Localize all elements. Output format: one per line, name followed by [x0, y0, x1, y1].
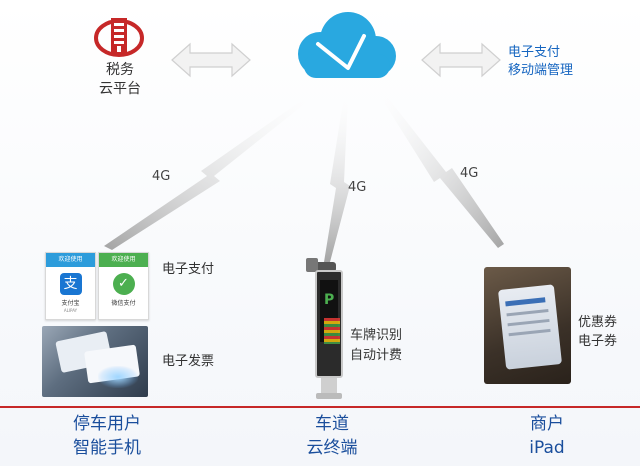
- lightning-link-middle: [324, 96, 350, 262]
- wechat-name: 微信支付: [111, 300, 136, 307]
- merchant-device-label-line1: 优惠券: [578, 315, 618, 330]
- tax-platform-label-line2: 云平台: [99, 81, 141, 97]
- alipay-card-header: 欢迎使用: [46, 253, 95, 267]
- led-display: [324, 318, 340, 344]
- merchant-device-label-line2: 电子券: [578, 334, 618, 349]
- lightning-link-left: [104, 96, 312, 250]
- wechat-card-header: 欢迎使用: [99, 253, 148, 267]
- bottom-label-merchant-line1: 商户: [530, 414, 564, 434]
- alipay-name: 支付宝: [61, 300, 80, 307]
- tax-platform-label: 税务 云平台: [92, 61, 148, 99]
- bottom-label-lane: 车道 云终端: [292, 412, 372, 460]
- bottom-label-user-line2: 智能手机: [73, 438, 141, 458]
- invoice-photo: [42, 326, 148, 397]
- invoice-glow: [98, 366, 138, 388]
- network-label-left: 4G: [152, 169, 171, 184]
- network-label-right: 4G: [460, 166, 479, 181]
- mobile-management-label-line2: 移动端管理: [508, 63, 574, 78]
- lane-terminal-screen: P: [320, 280, 340, 344]
- ipad-photo: [484, 267, 571, 384]
- lane-terminal-base: [316, 393, 342, 399]
- lane-terminal-device: P: [315, 270, 343, 378]
- bottom-label-user-line1: 停车用户: [73, 414, 141, 434]
- lane-device-label-line1: 车牌识别: [350, 328, 403, 343]
- parking-icon: P: [324, 292, 335, 308]
- wechat-pay-card: 欢迎使用 ✓ 微信支付: [98, 252, 149, 320]
- ipad-screen-row: [508, 328, 551, 337]
- ipad-screen-row: [506, 308, 549, 317]
- bottom-label-lane-line1: 车道: [315, 414, 349, 434]
- bottom-label-user: 停车用户 智能手机: [52, 412, 162, 460]
- bidirectional-arrow-icon: [421, 42, 501, 78]
- camera-arm: [310, 262, 336, 272]
- alipay-card: 欢迎使用 支 支付宝 ALIPAY: [45, 252, 96, 320]
- wechat-pay-icon: ✓: [112, 273, 135, 295]
- invoice-label: 电子发票: [162, 354, 215, 369]
- tax-emblem-icon: [94, 18, 144, 57]
- ipad-screen-row: [507, 318, 550, 327]
- lightning-link-right: [380, 94, 504, 248]
- mobile-management-label: 电子支付 移动端管理: [508, 44, 573, 80]
- bidirectional-arrow-icon: [171, 42, 251, 78]
- lane-device-label-line2: 自动计费: [350, 348, 403, 363]
- ipad-screen: [497, 284, 563, 370]
- bottom-label-lane-line2: 云终端: [306, 438, 358, 458]
- divider-line: [0, 406, 640, 408]
- mobile-management-label-line1: 电子支付: [508, 45, 561, 60]
- alipay-icon: 支: [59, 273, 82, 295]
- payment-label: 电子支付: [162, 262, 215, 277]
- merchant-device-label: 优惠券 电子券: [578, 313, 617, 351]
- cloud-icon: [298, 12, 396, 78]
- alipay-sub: ALIPAY: [63, 308, 78, 313]
- camera-icon: [306, 258, 318, 272]
- tax-platform-label-line1: 税务: [106, 62, 134, 78]
- ipad-screen-header: [505, 297, 546, 307]
- bottom-label-merchant-line2: iPad: [529, 438, 565, 458]
- bottom-label-merchant: 商户 iPad: [512, 412, 582, 460]
- network-label-middle: 4G: [348, 180, 367, 195]
- lane-device-label: 车牌识别 自动计费: [350, 326, 402, 366]
